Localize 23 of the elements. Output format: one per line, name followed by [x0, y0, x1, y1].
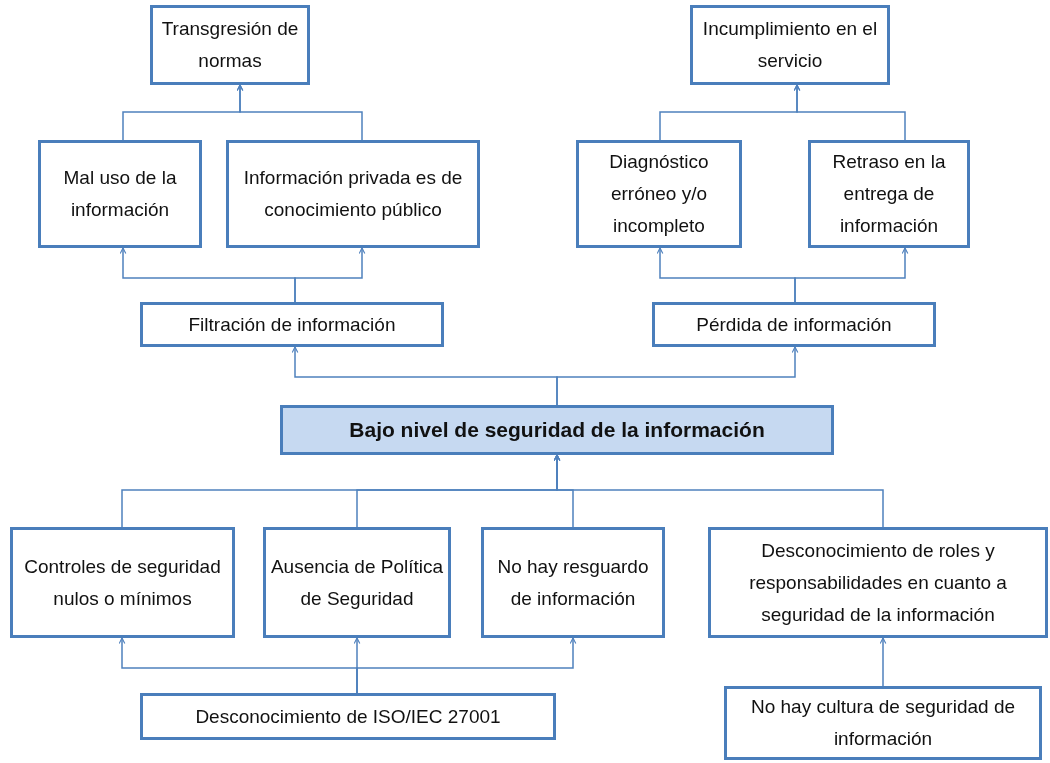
connector-arrow: [879, 637, 887, 687]
cause-effect-box: Filtración de información: [140, 302, 444, 347]
cause-effect-box: Ausencia de Política de Seguridad: [263, 527, 451, 638]
connector-arrow: [793, 84, 906, 141]
connector-arrow: [294, 247, 366, 303]
cause-effect-box: Controles de seguridad nulos o mínimos: [10, 527, 235, 638]
cause-effect-box: Diagnóstico erróneo y/o incompleto: [576, 140, 742, 248]
connector-arrow: [794, 247, 909, 303]
cause-effect-box: Incumplimiento en el servicio: [690, 5, 890, 85]
cause-effect-box: Transgresión de normas: [150, 5, 310, 85]
cause-effect-box: Información privada es de conocimiento público: [226, 140, 480, 248]
cause-effect-box: No hay resguardo de información: [481, 527, 665, 638]
problem-box: Bajo nivel de seguridad de la información: [280, 405, 834, 455]
cause-effect-box: Retraso en la entrega de información: [808, 140, 970, 248]
connector-arrow: [556, 346, 799, 406]
connector-arrow: [553, 454, 884, 528]
connector-arrow: [356, 637, 577, 694]
cause-effect-box: Desconocimiento de roles y responsabilidades en cuanto a seguridad de la información: [708, 527, 1048, 638]
cause-effect-box: No hay cultura de seguridad de información: [724, 686, 1042, 760]
cause-effect-box: Desconocimiento de ISO/IEC 27001: [140, 693, 556, 740]
cause-effect-box: Pérdida de información: [652, 302, 936, 347]
cause-effect-box: Mal uso de la información: [38, 140, 202, 248]
connector-arrow: [236, 84, 363, 141]
